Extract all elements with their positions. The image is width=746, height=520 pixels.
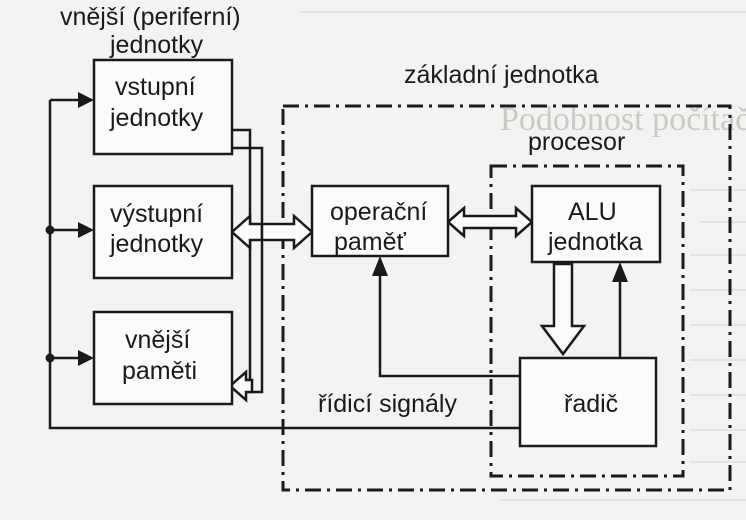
junction-dot [45,225,55,235]
output-units-box [92,184,234,280]
peripheral-data-channel [228,128,314,403]
external-memory-box [92,310,234,406]
operating-memory-label-line2: paměť [334,228,407,256]
operating-memory-box [310,184,450,258]
output-units-label-line2: jednotky [109,230,204,258]
operating-memory-label-line1: operační [330,198,427,226]
processor-label: procesor [528,128,625,156]
external-memory-label-line2: paměti [122,357,197,385]
junction-dot [45,353,55,363]
arrow-left-output-icon [230,213,264,251]
processor-frame [489,164,685,478]
alu-label-line2: jednotka [547,228,643,256]
input-units-label-line1: vstupní [115,73,196,101]
arrow-down-alu-controller-icon [539,262,587,357]
arrow-right-input-icon [78,92,94,108]
external-memory-label-line1: vnější [125,326,190,354]
arrow-right-output-icon [78,222,94,238]
peripheral-title-line1: vnější (periferní) [60,3,241,31]
bus-wire [48,100,520,430]
arrow-left-memory-icon [228,369,254,403]
base-unit-label: základní jednotka [404,61,599,89]
background-page: Podobnost počítače a mikropočítače [300,11,746,501]
control-signals-label: řídicí signály [318,390,457,418]
controller-label: řadič [564,390,618,418]
input-units-box [92,58,234,156]
arrow-right-opmemory-icon [260,213,314,251]
input-units-label-line2: jednotky [109,104,204,132]
alu-box [530,184,662,264]
peripheral-title-line2: jednotky [109,31,204,59]
alu-label-line1: ALU [568,198,617,226]
base-unit-frame [281,104,732,492]
arrow-up-icon [612,262,628,282]
arrow-up-opmemory-icon [372,256,388,276]
control-signals-line [372,256,520,378]
arrow-right-memory-icon [78,350,94,366]
controller-box [518,356,658,448]
peripheral-bus [45,92,520,430]
output-units-label-line1: výstupní [110,200,203,228]
arrow-up-controller-alu [612,262,628,358]
